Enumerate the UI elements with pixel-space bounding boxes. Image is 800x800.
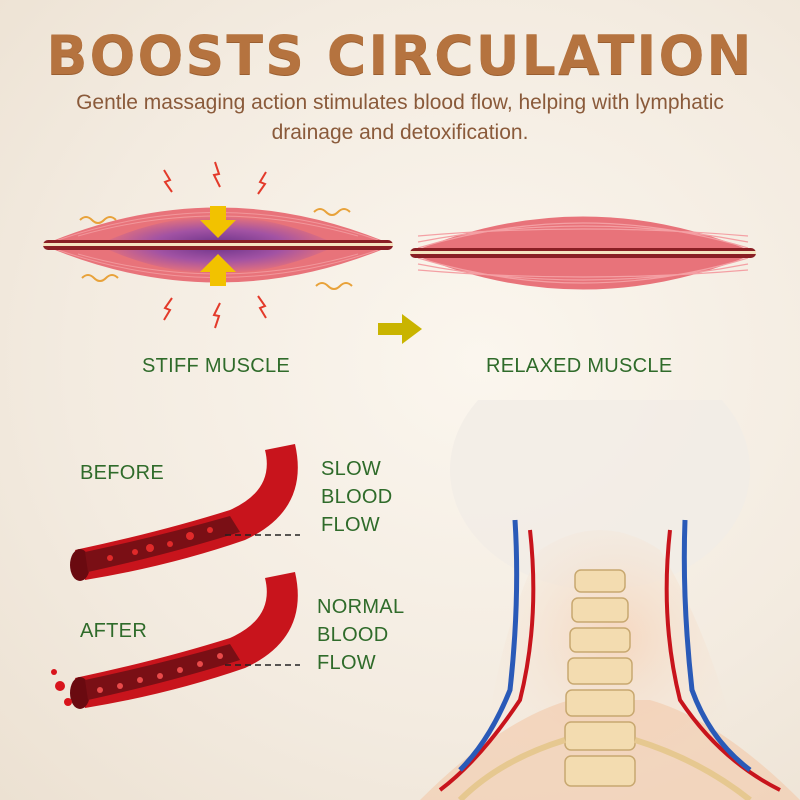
neck-anatomy-illustration: [420, 400, 800, 800]
after-label: AFTER: [80, 620, 148, 642]
slow-line: SLOW: [321, 458, 382, 480]
stiff-muscle-label: STIFF MUSCLE: [142, 355, 291, 377]
slow-line: FLOW: [321, 514, 380, 536]
normal-line: FLOW: [317, 652, 376, 674]
compress-down-arrow-icon: [200, 206, 236, 238]
spine-icon: [564, 569, 636, 787]
tension-wave-icon: [79, 208, 353, 290]
page-title: BOOSTS CIRCULATION: [46, 24, 754, 87]
vein-icon: [458, 519, 752, 772]
slow-blood-vessel-illustration: [70, 444, 300, 581]
before-label: BEFORE: [80, 462, 165, 484]
slow-line: BLOOD: [321, 486, 393, 508]
normal-blood-flow-label: NORMAL BLOOD FLOW: [317, 593, 404, 677]
page-subtitle: Gentle massaging action stimulates blood…: [76, 91, 724, 144]
relaxed-muscle-label: RELAXED MUSCLE: [486, 355, 673, 377]
compress-up-arrow-icon: [200, 254, 236, 286]
stiff-muscle-illustration: [43, 161, 393, 329]
shock-icon: [163, 161, 267, 329]
normal-line: NORMAL: [317, 596, 405, 618]
slow-blood-flow-label: SLOW BLOOD FLOW: [321, 455, 393, 539]
normal-blood-vessel-illustration: [51, 572, 300, 709]
relaxed-muscle-illustration: [410, 216, 756, 290]
arrow-right-icon: [378, 314, 422, 344]
normal-line: BLOOD: [317, 624, 389, 646]
